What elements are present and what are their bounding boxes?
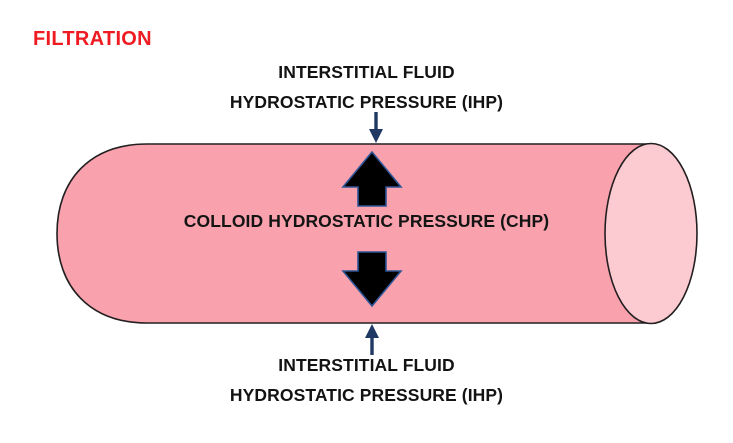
bottom-pressure-label: INTERSTITIAL FLUID HYDROSTATIC PRESSURE … xyxy=(0,350,733,410)
page-title: FILTRATION xyxy=(33,28,152,50)
chp-label: COLLOID HYDROSTATIC PRESSURE (CHP) xyxy=(183,211,550,231)
bottom-pressure-label-line1: INTERSTITIAL FLUID xyxy=(278,355,455,375)
top-pressure-label: INTERSTITIAL FLUID HYDROSTATIC PRESSURE … xyxy=(0,57,733,117)
chp-arrow-down xyxy=(341,251,403,308)
top-pressure-label-line1: INTERSTITIAL FLUID xyxy=(278,62,455,82)
chp-arrow-up xyxy=(341,150,403,207)
ihp-arrow-top xyxy=(369,112,383,143)
bottom-pressure-label-line2: HYDROSTATIC PRESSURE (IHP) xyxy=(229,385,504,405)
top-pressure-label-line2: HYDROSTATIC PRESSURE (IHP) xyxy=(229,92,504,112)
capillary-body xyxy=(56,143,652,324)
capillary-lumen-cap xyxy=(604,142,698,325)
ihp-arrow-bottom xyxy=(365,324,379,355)
